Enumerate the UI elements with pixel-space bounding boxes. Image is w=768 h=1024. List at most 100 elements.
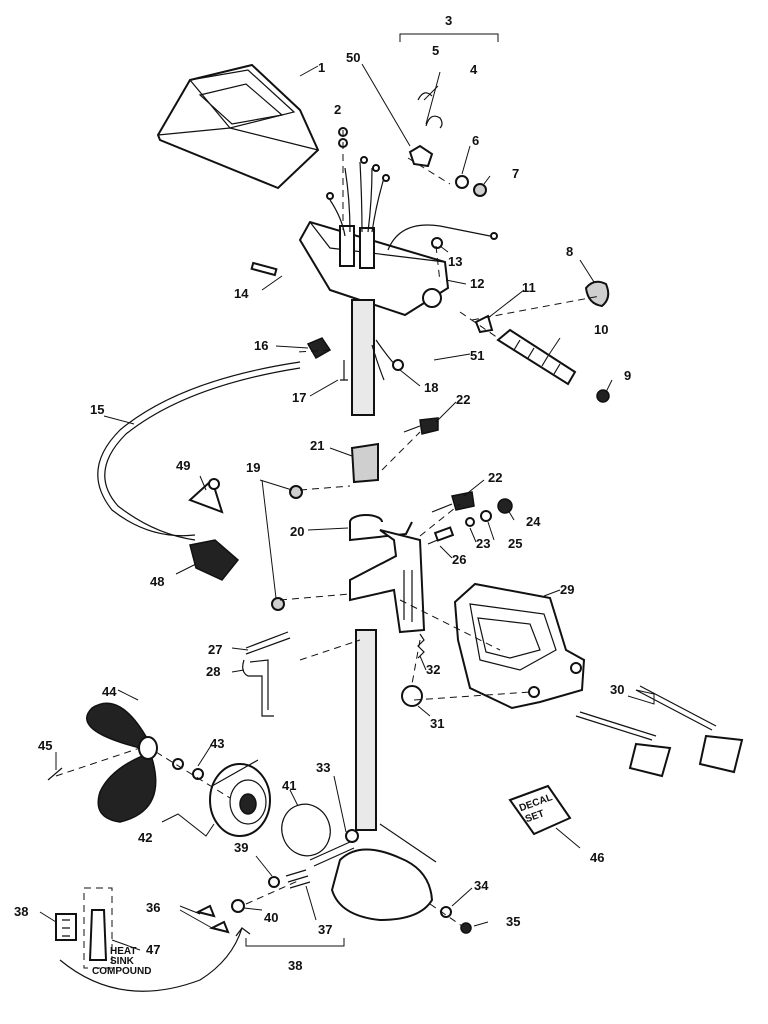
part-16-connector [306, 337, 332, 360]
callout-5: 5 [432, 43, 439, 58]
sweep-arrow [59, 927, 251, 992]
callout-51: 51 [470, 348, 484, 363]
part-43-washer-a [172, 758, 184, 770]
part-15-cable [97, 361, 301, 541]
part-35-screw [460, 922, 472, 934]
assembly-dashed-lines [55, 130, 601, 927]
callout-7: 7 [512, 166, 519, 181]
part-24-knob [497, 498, 513, 514]
part-1-cover [156, 63, 320, 190]
part-25-washer [480, 510, 492, 522]
callout-44: 44 [102, 684, 117, 699]
callout-48: 48 [150, 574, 164, 589]
callout-37: 37 [318, 922, 332, 937]
part-17-screw [340, 360, 348, 381]
callout-33: 33 [316, 760, 330, 775]
part-49-clip [188, 478, 224, 514]
callout-22-lower: 22 [488, 470, 502, 485]
callout-10: 10 [594, 322, 608, 337]
part-10-tiller-handle [496, 328, 577, 386]
part-47-heat-sink-tube: HEAT SINK COMPOUND [83, 887, 151, 977]
part-14-pin [250, 261, 278, 277]
callout-9: 9 [624, 368, 631, 383]
callout-3: 3 [445, 13, 452, 28]
callout-2: 2 [334, 102, 341, 117]
part-44-propeller [86, 702, 158, 823]
callout-32: 32 [426, 662, 440, 677]
callout-19: 19 [246, 460, 260, 475]
callout-49: 49 [176, 458, 190, 473]
callout-46: 46 [590, 850, 604, 865]
callout-47: 47 [146, 942, 160, 957]
part-33-motor-housing [309, 823, 437, 922]
part-28-bracket-rod [242, 659, 274, 717]
part-40-pin [231, 899, 245, 913]
callout-8: 8 [566, 244, 573, 259]
part-30-clamp-screw-a [575, 711, 672, 778]
compound-line-1: HEAT [110, 946, 136, 957]
part-22-screw-top [403, 417, 439, 435]
callout-43: 43 [210, 736, 224, 751]
callout-13: 13 [448, 254, 462, 269]
part-13-washer [431, 237, 443, 249]
callout-16: 16 [254, 338, 268, 353]
part-41-o-ring [281, 803, 331, 857]
callout-15: 15 [90, 402, 104, 417]
callout-20: 20 [290, 524, 304, 539]
callout-42: 42 [138, 830, 152, 845]
callout-45: 45 [38, 738, 52, 753]
part-36-screw-b [209, 920, 230, 934]
steering-shaft [351, 299, 377, 831]
callout-4: 4 [470, 62, 478, 77]
part-19-nut-upper [289, 485, 303, 499]
part-50-switch [408, 92, 487, 197]
callout-41: 41 [282, 778, 296, 793]
part-37-contact [285, 869, 311, 889]
part-36-screw-a [195, 904, 216, 918]
part-31-disc [401, 685, 423, 707]
callout-28: 28 [206, 664, 220, 679]
part-21-collar [350, 442, 379, 484]
callout-21: 21 [310, 438, 324, 453]
callout-14: 14 [234, 286, 249, 301]
callout-22-top: 22 [456, 392, 470, 407]
callout-1: 1 [318, 60, 325, 75]
compound-line-2: SINK [110, 956, 135, 967]
callout-38-bottom: 38 [288, 958, 302, 973]
callout-12: 12 [470, 276, 484, 291]
callout-27: 27 [208, 642, 222, 657]
callout-31: 31 [430, 716, 444, 731]
part-39-washer [268, 876, 280, 888]
part-9-cap [596, 389, 610, 403]
callout-24: 24 [526, 514, 541, 529]
part-48-plug [189, 539, 240, 581]
callout-38-left: 38 [14, 904, 28, 919]
part-43-washer-b [192, 768, 204, 780]
part-26-pin [427, 526, 455, 545]
compound-line-3: COMPOUND [92, 966, 151, 977]
callout-6: 6 [472, 133, 479, 148]
callout-23: 23 [476, 536, 490, 551]
part-27-rod [245, 631, 291, 655]
callout-labels: 1 2 3 4 5 6 7 8 9 10 11 12 13 14 15 16 1… [14, 13, 631, 973]
callout-40: 40 [264, 910, 278, 925]
callout-35: 35 [506, 914, 520, 929]
part-45-pin [47, 767, 63, 781]
part-23-washer [465, 517, 475, 527]
part-42-end-cap [209, 759, 271, 837]
callout-50: 50 [346, 50, 360, 65]
callout-25: 25 [508, 536, 522, 551]
part-29-clamp-bracket [453, 582, 586, 710]
callout-26: 26 [452, 552, 466, 567]
part-20-swivel-bracket [349, 514, 426, 634]
part-12-control-housing [298, 156, 498, 317]
callout-29: 29 [560, 582, 574, 597]
callout-18: 18 [424, 380, 438, 395]
part-30-clamp-screw-b [635, 685, 744, 774]
part-38-brush-holder [55, 913, 77, 941]
callout-30: 30 [610, 682, 624, 697]
part-18-wires [371, 339, 404, 381]
callout-36: 36 [146, 900, 160, 915]
part-19-nut-lower [271, 597, 285, 611]
